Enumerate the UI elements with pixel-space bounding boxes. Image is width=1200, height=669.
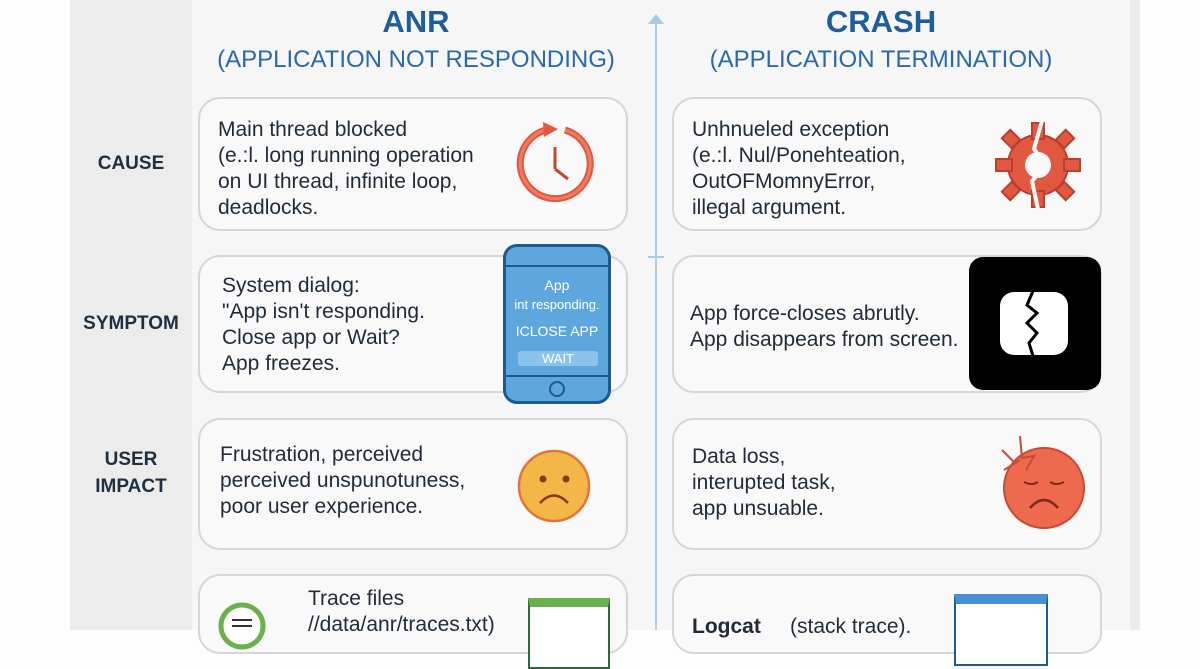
sad-face-icon [517,449,591,523]
phone-top-bar [506,265,608,267]
trace-files-path: //data/anr/traces.txt) [308,613,495,636]
row-label-line: IMPACT [95,476,167,497]
right-edge [1130,0,1140,630]
logcat-detail: (stack trace). [790,615,912,638]
crash-header: CRASH (APPLICATION TERMINATION) [651,4,1111,74]
phone-home-button [549,381,565,397]
close-app-button: ICLOSE APP [515,323,599,339]
divider-tick [648,256,664,258]
clock-refresh-icon [516,122,594,203]
row-label-column [70,0,192,630]
anr-header: ANR (APPLICATION NOT RESPONDING) [186,4,646,74]
crash-impact-card: Data loss, interupted task, app unsuable… [672,418,1102,550]
crash-title: CRASH [825,4,937,39]
phone-bottom-bar [506,375,608,377]
logcat-window-icon [954,594,1048,666]
trace-files-title: Trace files [308,587,405,610]
dialog-message: App [544,277,570,293]
trace-window-icon [528,598,610,669]
row-label-cause: CAUSE [97,153,165,174]
cracked-angry-face-icon [1001,435,1085,529]
anr-symptom-text: System dialog: "App isn't responding. Cl… [222,274,425,375]
column-divider [655,20,657,630]
phone-dialog-icon: App int responding. ICLOSE APP WAIT [503,244,611,404]
trace-file-icon [218,602,266,650]
anr-impact-text: Frustration, perceived perceived unspuno… [220,443,466,518]
crash-impact-text: Data loss, interupted task, app unsuable… [692,445,836,520]
row-label-user-impact: USER IMPACT [70,446,192,500]
anr-subtitle: (APPLICATION NOT RESPONDING) [217,46,615,73]
row-label-line: USER [104,449,158,470]
anr-title: ANR [382,4,450,39]
crash-symptom-text: App force-closes abrutly. App disappears… [690,302,959,351]
logcat-title: Logcat [692,615,761,638]
wait-button: WAIT [518,351,598,366]
anr-impact-card: Frustration, perceived perceived unspuno… [198,418,628,550]
broken-app-icon [969,257,1101,390]
crash-cause-card: Unhnueled exception (e.:l. Nul/Ponehteat… [672,97,1102,231]
anr-cause-text: Main thread blocked (e.:l. long running … [218,118,474,219]
crash-subtitle: (APPLICATION TERMINATION) [709,46,1053,73]
divider-arrow-icon [648,14,664,24]
crash-debug-card: Logcat (stack trace). [672,574,1102,666]
row-label-symptom: SYMPTOM [83,313,179,334]
broken-gear-icon [995,120,1081,210]
crash-cause-text: Unhnueled exception (e.:l. Nul/Ponehteat… [692,118,906,219]
anr-debug-card: Trace files //data/anr/traces.txt) [198,574,628,669]
dialog-message: int responding. [514,297,600,312]
anr-cause-card: Main thread blocked (e.:l. long running … [198,97,628,231]
